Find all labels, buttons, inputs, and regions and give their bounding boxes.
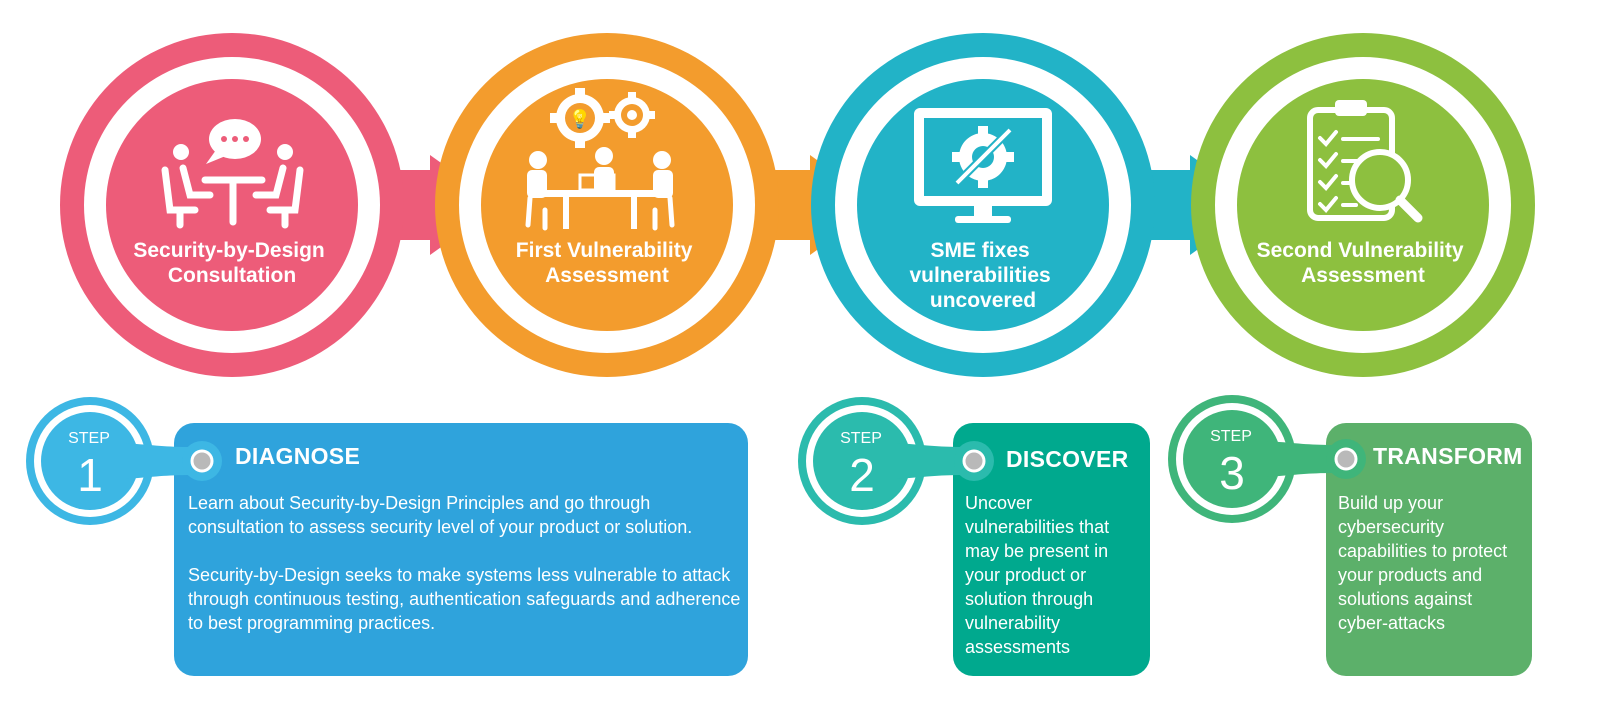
step-3-badge: STEP 3 (1168, 395, 1366, 523)
team-gears-icon: 💡 (525, 88, 675, 231)
monitor-gear-icon (914, 108, 1052, 223)
step-1-paragraph-2: Security-by-Design seeks to make systems… (188, 565, 741, 633)
process-stage-1: Security-by-Design Consultation (60, 33, 404, 377)
process-stage-2-label: First Vulnerability Assessment (516, 239, 698, 287)
step-3-word: STEP (1210, 428, 1252, 445)
step-1-word: STEP (68, 430, 110, 447)
step-2-body: Uncover vulnerabilities that may be pres… (965, 491, 1145, 683)
step-3-title: TRANSFORM (1373, 443, 1523, 469)
step-1-card: DIAGNOSE Learn about Security-by-Design … (174, 423, 748, 676)
meeting-chat-icon (161, 119, 304, 229)
process-stage-2: 💡 (435, 33, 779, 377)
step-1-paragraph-1: Learn about Security-by-Design Principle… (188, 493, 693, 537)
step-2-number: 2 (849, 449, 875, 501)
step-1-badge: STEP 1 (26, 397, 222, 525)
step-3-body: Build up your cybersecurity capabilities… (1338, 491, 1526, 659)
step-1-body: Learn about Security-by-Design Principle… (188, 491, 742, 659)
step-2-title: DISCOVER (1006, 446, 1129, 472)
svg-text:💡: 💡 (569, 108, 591, 130)
process-stage-3: SME fixes vulnerabilities uncovered (811, 33, 1155, 377)
process-stage-3-label: SME fixes vulnerabilities uncovered (909, 239, 1056, 312)
step-1-title: DIAGNOSE (235, 443, 361, 469)
process-flow: Security-by-Design Consultation 💡 (60, 33, 1535, 377)
clipboard-search-icon (1307, 100, 1423, 223)
step-3-number: 3 (1219, 447, 1245, 499)
process-stage-4: Second Vulnerability Assessment (1191, 33, 1535, 377)
step-2-paragraph-1: Uncover vulnerabilities that may be pres… (965, 493, 1110, 657)
process-stage-1-label: Security-by-Design Consultation (133, 239, 330, 287)
step-1-number: 1 (77, 449, 103, 501)
process-stage-4-label: Second Vulnerability Assessment (1257, 239, 1470, 287)
step-3-paragraph-1: Build up your cybersecurity capabilities… (1338, 493, 1508, 633)
step-2-badge: STEP 2 (798, 397, 994, 525)
step-2-word: STEP (840, 430, 882, 447)
